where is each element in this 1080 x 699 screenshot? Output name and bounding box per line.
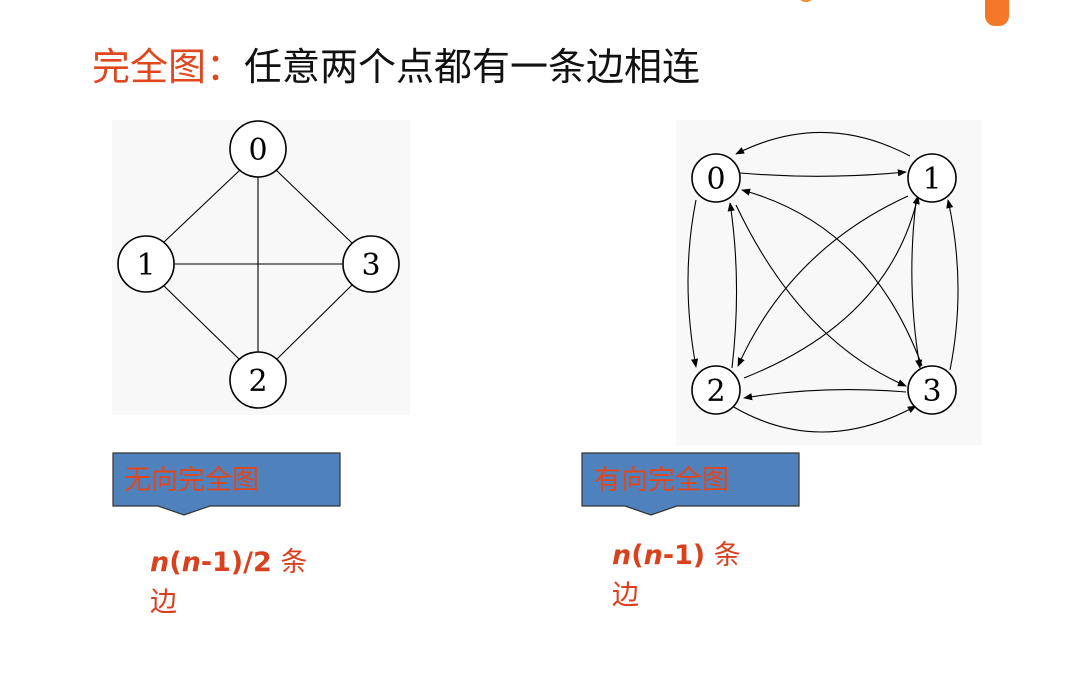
edge-0-to-2	[687, 199, 699, 368]
formula-n: n	[150, 547, 170, 578]
decorative-orange-bar	[985, 0, 1009, 26]
formula-rest: -1)/2	[200, 547, 272, 578]
undirected-edge-count: n(n-1)/2 条边	[150, 543, 340, 623]
formula-unit: 条	[705, 540, 741, 571]
edge-0-1	[162, 169, 241, 244]
decorative-orange-dot	[797, 0, 815, 2]
node-1	[117, 235, 175, 293]
edge-3-to-1	[946, 199, 959, 371]
node-0	[229, 120, 287, 178]
node-0-label: 0	[248, 133, 267, 168]
directed-callout-shape	[581, 452, 800, 516]
edge-0-3	[275, 169, 353, 244]
node-3-label: 3	[361, 248, 380, 283]
formula-n: n	[181, 547, 201, 578]
node-0-label: 0	[706, 162, 725, 197]
title-term: 完全图：	[92, 45, 245, 89]
slide-title: 完全图：任意两个点都有一条边相连	[92, 40, 700, 94]
directed-edge-count: n(n-1) 条边	[612, 536, 782, 616]
node-2	[229, 351, 287, 409]
formula-paren: (	[631, 540, 644, 571]
formula-unit-line2: 边	[612, 580, 639, 611]
edge-3-to-2	[743, 389, 907, 401]
formula-unit: 条	[271, 547, 308, 578]
formula-n: n	[643, 540, 663, 571]
formula-unit-line2: 边	[150, 587, 177, 618]
edge-2-to-1	[743, 195, 920, 379]
node-3	[342, 235, 400, 293]
edge-1-to-3	[911, 201, 923, 369]
formula-paren: (	[169, 547, 182, 578]
undirected-callout-label: 无向完全图	[124, 465, 259, 496]
node-3	[907, 365, 957, 415]
edge-3-to-0	[741, 188, 923, 367]
node-1	[907, 153, 957, 203]
edge-1-to-0	[735, 131, 911, 157]
title-definition: 任意两个点都有一条边相连	[244, 45, 701, 89]
edge-3-2	[275, 284, 353, 361]
edge-2-to-0	[727, 202, 738, 369]
formula-rest: -1)	[662, 540, 706, 571]
formula-n: n	[612, 540, 632, 571]
directed-callout-label: 有向完全图	[594, 465, 729, 496]
edge-1-to-2	[737, 195, 909, 367]
node-3-label: 3	[922, 374, 941, 409]
edge-0-to-3	[735, 204, 907, 387]
node-2	[691, 365, 741, 415]
node-1-label: 1	[136, 248, 155, 283]
node-1-label: 1	[922, 162, 941, 197]
edge-0-to-1	[739, 169, 907, 177]
undirected-callout-shape	[112, 452, 341, 516]
edge-2-to-3	[731, 405, 917, 433]
node-2-label: 2	[706, 374, 725, 409]
node-2-label: 2	[248, 364, 267, 399]
node-0	[691, 153, 741, 203]
edge-1-2	[162, 284, 241, 361]
